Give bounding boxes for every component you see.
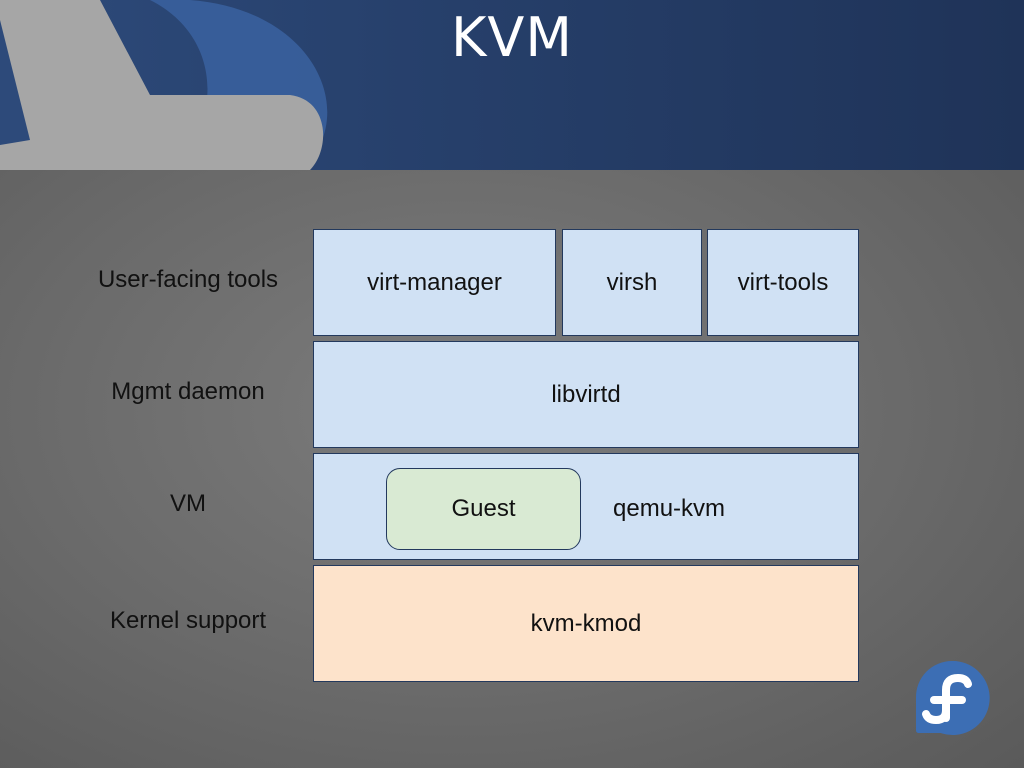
layer-label-vm: VM — [170, 490, 206, 517]
virt-manager-label: virt-manager — [367, 268, 502, 296]
fedora-logo-icon — [915, 660, 990, 735]
guest-box: Guest — [386, 468, 581, 550]
layer-label-user-facing-tools: User-facing tools — [97, 266, 279, 293]
guest-label: Guest — [451, 495, 516, 522]
virsh-box: virsh — [562, 229, 702, 336]
qemu-kvm-label: qemu-kvm — [613, 495, 726, 522]
virt-tools-label: virt-tools — [737, 268, 829, 296]
libvirtd-box: libvirtd — [313, 341, 859, 448]
layer-label-mgmt-daemon: Mgmt daemon — [111, 378, 265, 405]
slide-header: KVM — [0, 0, 1024, 170]
virt-tools-box: virt-tools — [707, 229, 859, 336]
layer-label-kernel-support: Kernel support — [109, 607, 267, 634]
slide-title: KVM — [451, 6, 573, 69]
libvirtd-label: libvirtd — [551, 380, 621, 408]
header-decoration-graphic — [0, 0, 328, 170]
kvm-kmod-label: kvm-kmod — [530, 609, 642, 637]
kvm-kmod-box: kvm-kmod — [313, 565, 859, 682]
virsh-label: virsh — [606, 268, 658, 296]
virt-manager-box: virt-manager — [313, 229, 556, 336]
